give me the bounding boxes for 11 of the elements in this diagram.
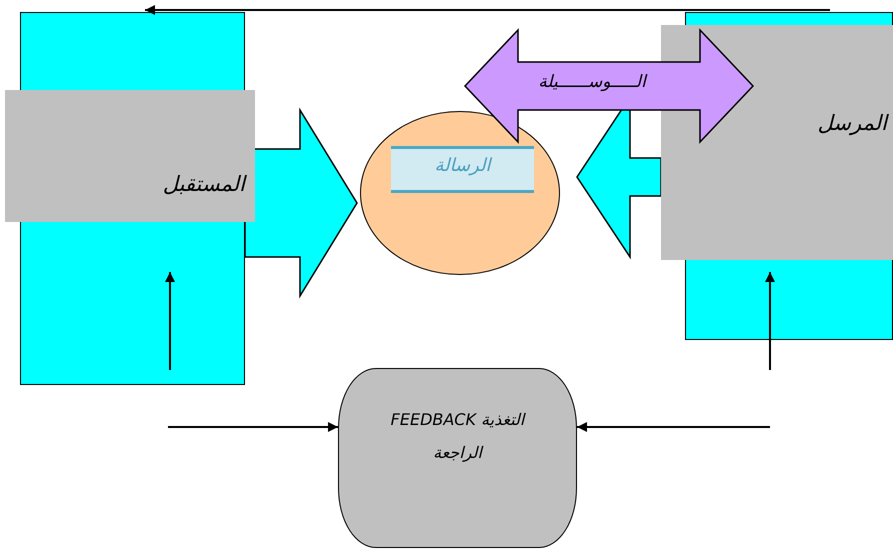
edge-label: الـــــوســــــيلة — [538, 72, 646, 92]
party-label: المستقبل — [162, 172, 245, 198]
block-arrow — [244, 107, 358, 299]
message-label: الرسالة — [433, 155, 494, 177]
arrow — [145, 5, 830, 15]
party-label: المرسل — [818, 111, 887, 136]
arrow — [165, 272, 175, 370]
arrow — [765, 272, 775, 370]
arrow — [168, 422, 338, 432]
feedback-label: التغذية FEEDBACK الراجعة — [390, 409, 527, 464]
arrow — [577, 422, 770, 432]
